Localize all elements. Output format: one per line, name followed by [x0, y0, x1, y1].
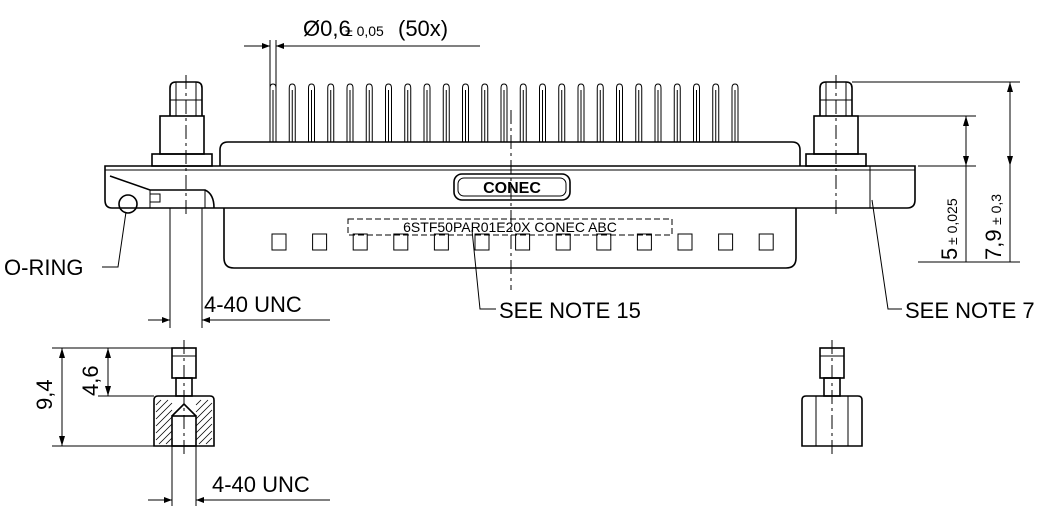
contact-pin — [731, 83, 739, 142]
contact-pin — [346, 83, 354, 142]
contact-pin — [673, 83, 681, 142]
contact-window — [352, 233, 368, 251]
pin-diameter-tolerance: ± 0,05 — [345, 23, 384, 39]
contact-pin — [616, 83, 623, 142]
contact-windows — [271, 233, 774, 251]
contact-pin — [654, 83, 662, 142]
see-note-7-label: SEE NOTE 7 — [905, 298, 1035, 323]
contact-pin — [423, 83, 431, 142]
contact-window — [555, 233, 571, 251]
dim-79-main: 7,9 — [981, 229, 1006, 260]
jackscrew-detail-left: 9,4 4,6 4-40 UNC — [32, 340, 330, 506]
height-dimensions: 5 ± 0,025 7,9 ± 0,3 — [852, 81, 1020, 263]
contact-window — [515, 233, 531, 251]
contact-window — [636, 233, 652, 251]
contact-pin — [404, 83, 412, 142]
part-marking: 6STF50PAR01E20X CONEC ABC — [347, 218, 673, 236]
thread-top-label: 4-40 UNC — [204, 292, 302, 317]
dim-94-label: 9,4 — [32, 379, 57, 410]
right-jackscrew — [805, 81, 867, 167]
contact-pin — [308, 83, 315, 142]
connector-side-view — [104, 75, 916, 290]
callouts: O-RING SEE NOTE 15 SEE NOTE 7 4-40 UNC — [4, 199, 1035, 328]
contact-window — [312, 233, 328, 251]
contact-pin — [519, 83, 527, 142]
contact-pin — [462, 83, 469, 142]
contact-pin — [577, 83, 585, 142]
contact-pin — [712, 83, 720, 142]
dim-5-tolerance: ± 0,025 — [944, 198, 960, 245]
contact-pin — [385, 83, 392, 142]
conec-logo: CONEC — [453, 173, 571, 201]
contact-window — [758, 233, 774, 251]
logo-text: CONEC — [483, 180, 541, 197]
contact-pin — [269, 83, 277, 142]
o-ring-label: O-RING — [4, 255, 83, 280]
contact-window — [677, 233, 693, 251]
thread-bottom-label: 4-40 UNC — [212, 472, 310, 497]
contact-pin — [365, 83, 373, 142]
contact-pin — [481, 83, 489, 142]
contact-pin — [500, 83, 508, 142]
pin-diameter-dimension: Ø0,6 ± 0,05 (50x) — [244, 16, 480, 92]
contact-pin — [693, 83, 700, 142]
contact-pins — [269, 83, 739, 142]
contact-pin — [442, 83, 450, 142]
pin-diameter-main: Ø0,6 — [303, 16, 351, 41]
contact-window — [718, 233, 734, 251]
dim-79-tolerance: ± 0,3 — [988, 194, 1004, 225]
dim-5-main: 5 — [937, 248, 962, 260]
contact-window — [271, 233, 287, 251]
contact-window — [596, 233, 612, 251]
dim-46-label: 4,6 — [78, 365, 103, 396]
contact-pin — [288, 83, 296, 142]
contact-pin — [558, 83, 566, 142]
contact-pin — [635, 83, 643, 142]
part-marking-text: 6STF50PAR01E20X CONEC ABC — [403, 219, 617, 235]
o-ring-circle — [118, 194, 138, 214]
pin-count: (50x) — [398, 16, 448, 41]
contact-window — [393, 233, 409, 251]
see-note-15-label: SEE NOTE 15 — [499, 298, 641, 323]
contact-window — [474, 233, 490, 251]
contact-pin — [327, 83, 335, 142]
contact-pin — [539, 83, 546, 142]
jackscrew-detail-right — [801, 340, 863, 456]
left-jackscrew — [151, 81, 213, 167]
contact-pin — [596, 83, 604, 142]
contact-window — [433, 233, 449, 251]
